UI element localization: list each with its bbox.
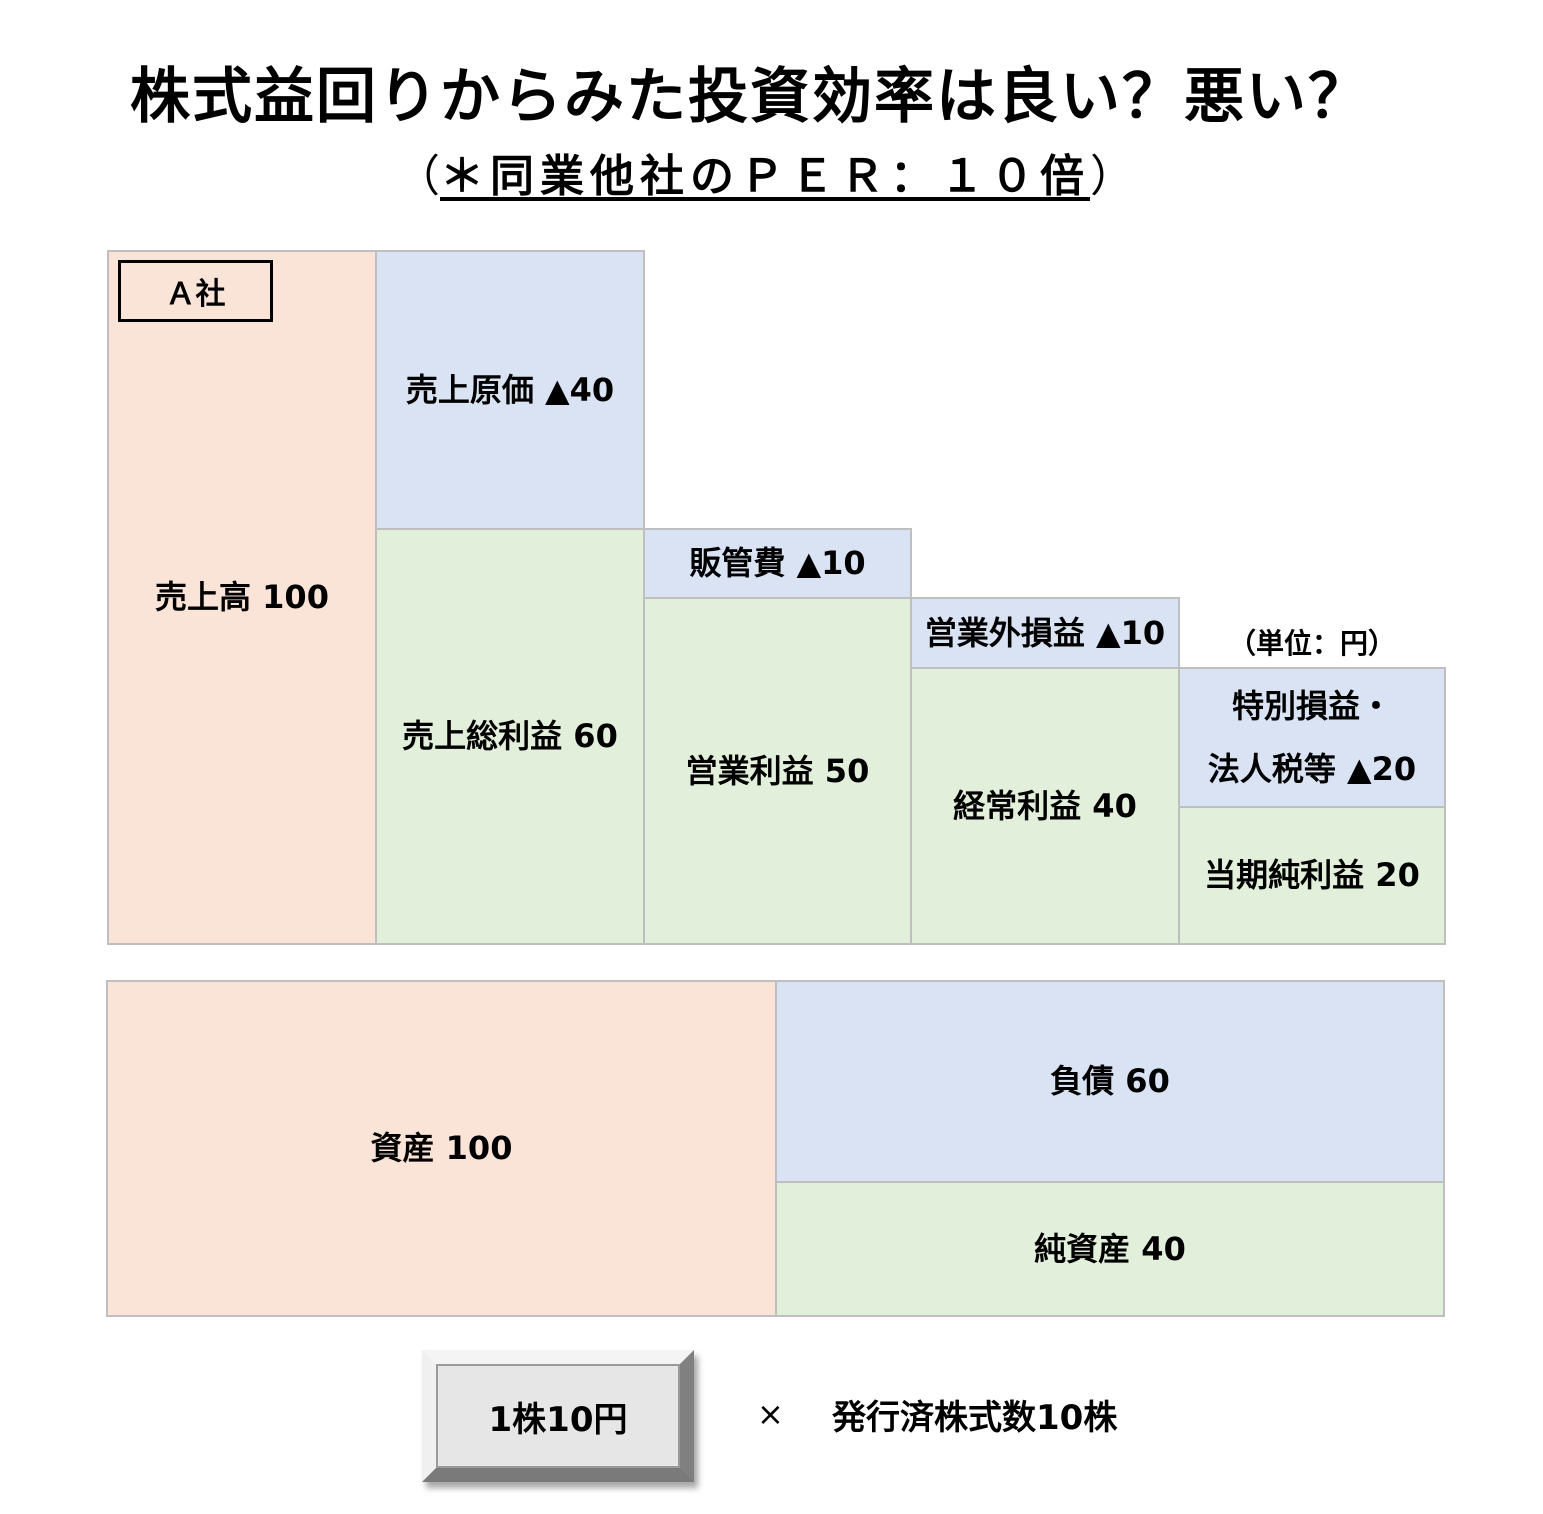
- net-income-label: 当期純利益 20: [1204, 856, 1420, 895]
- liabilities-block: 負債 60: [775, 980, 1445, 1183]
- sga-label: 販管費 ▲10: [689, 544, 866, 583]
- subtitle-text: ＊同業他社のＰＥＲ：１０倍: [440, 151, 1090, 202]
- assets-block: 資産 100: [106, 980, 777, 1317]
- gross-profit-block: 売上総利益 60: [375, 528, 645, 945]
- extraordinary-tax-label-line1: 特別損益・: [1231, 687, 1392, 726]
- cogs-label: 売上原価 ▲40: [405, 370, 615, 409]
- non-operating-label: 営業外損益 ▲10: [924, 613, 1166, 652]
- page-subtitle: （＊同業他社のＰＥＲ：１０倍）: [0, 140, 1530, 204]
- sales-label: 売上高 100: [155, 578, 329, 617]
- assets-label: 資産 100: [370, 1129, 513, 1168]
- net-income-block: 当期純利益 20: [1178, 806, 1446, 945]
- share-price-box: 1株10円: [422, 1350, 694, 1482]
- extraordinary-tax-block: 特別損益・ 法人税等 ▲20: [1178, 667, 1446, 808]
- net-assets-block: 純資産 40: [775, 1181, 1445, 1317]
- net-assets-label: 純資産 40: [1034, 1229, 1186, 1268]
- ordinary-income-block: 経常利益 40: [910, 667, 1180, 945]
- cogs-block: 売上原価 ▲40: [375, 250, 645, 530]
- company-label: Ａ社: [118, 260, 273, 322]
- non-operating-block: 営業外損益 ▲10: [910, 597, 1180, 669]
- subtitle-close-paren: ）: [1090, 151, 1134, 202]
- sga-block: 販管費 ▲10: [643, 528, 912, 599]
- extraordinary-tax-label-line2: 法人税等 ▲20: [1207, 749, 1417, 788]
- operating-income-block: 営業利益 50: [643, 597, 912, 945]
- liabilities-label: 負債 60: [1050, 1062, 1170, 1101]
- unit-label: （単位：円）: [1227, 627, 1396, 660]
- multiply-sign: ×: [757, 1395, 784, 1433]
- gross-profit-label: 売上総利益 60: [402, 717, 618, 756]
- sales-block: 売上高 100: [107, 250, 377, 945]
- page-title: 株式益回りからみた投資効率は良い？悪い？: [130, 62, 1370, 132]
- ordinary-income-label: 経常利益 40: [953, 786, 1137, 825]
- shares-outstanding: 発行済株式数10株: [832, 1398, 1118, 1438]
- subtitle-open-paren: （: [396, 151, 440, 202]
- operating-income-label: 営業利益 50: [685, 751, 870, 790]
